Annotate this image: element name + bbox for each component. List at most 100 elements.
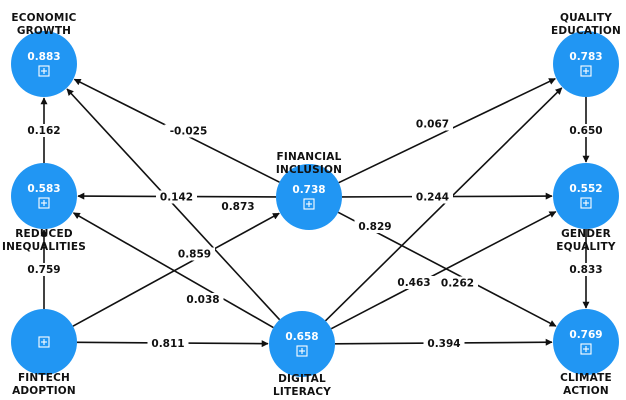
edge-digital-literacy-to-gender-equality <box>330 210 557 330</box>
edge-label-background <box>174 247 215 261</box>
edge-label-background <box>156 190 197 204</box>
node-r-squared-value: 0.738 <box>292 184 325 196</box>
plus-box-icon[interactable] <box>580 65 592 77</box>
edge-label-background <box>217 200 259 213</box>
node-label: LITERACY <box>273 386 331 398</box>
edge-weight-label: 0.394 <box>423 337 465 350</box>
edge-label-background <box>565 263 607 276</box>
edge-weight-label: 0.811 <box>147 337 189 350</box>
edge-labels-layer: 0.162 0.759 0.859 0.811 -0.025 0.142 0.067 0.24… <box>23 117 607 350</box>
edge-weight-text: 0.759 <box>27 264 60 276</box>
node-label: ECONOMIC <box>11 12 76 24</box>
edge-label-background <box>412 117 453 131</box>
node-circle[interactable] <box>553 31 619 97</box>
node-label: CLIMATE <box>560 372 612 384</box>
node-label: INCLUSION <box>276 164 342 176</box>
node-label: ADOPTION <box>12 385 76 397</box>
plus-box-icon[interactable] <box>580 197 592 209</box>
edge-weight-text: 0.650 <box>569 125 602 137</box>
node-label: GENDER <box>561 228 611 240</box>
edge-weight-text: 0.829 <box>358 221 391 233</box>
edge-label-background <box>182 293 224 306</box>
edge-weight-text: 0.142 <box>160 192 193 204</box>
edge-weight-label: 0.244 <box>412 190 453 204</box>
edge-weight-label: 0.262 <box>437 276 478 290</box>
edge-label-background <box>565 124 607 137</box>
edge-label-background <box>23 263 65 276</box>
edge-label-background <box>354 220 396 233</box>
plus-box-icon[interactable] <box>580 343 592 355</box>
node-label: FINTECH <box>18 372 70 384</box>
node-circle[interactable] <box>553 309 619 375</box>
edge-weight-label: 0.833 <box>565 263 607 276</box>
node-r-squared-value: 0.783 <box>569 51 602 63</box>
edge-weight-label: 0.859 <box>174 247 215 261</box>
edge-weight-label: 0.463 <box>393 276 435 289</box>
edge-fintech-adoption-to-financial-inclusion <box>72 212 280 327</box>
edge-weight-text: 0.262 <box>441 278 474 290</box>
edge-weight-text: 0.067 <box>416 119 449 131</box>
edge-weight-label: 0.038 <box>182 293 224 306</box>
node-r-squared-value: 0.658 <box>285 331 318 343</box>
edge-weight-text: 0.162 <box>27 125 60 137</box>
node-label: DIGITAL <box>278 373 326 385</box>
plus-box-icon[interactable] <box>38 336 50 348</box>
node-r-squared-value: 0.552 <box>569 183 602 195</box>
node-label: REDUCED <box>15 228 73 240</box>
edge-digital-literacy-to-quality-education <box>324 87 563 322</box>
node-label: EDUCATION <box>551 25 621 37</box>
plus-box-icon[interactable] <box>38 65 50 77</box>
edge-label-background <box>412 190 453 204</box>
edge-weight-text: -0.025 <box>170 126 208 138</box>
edge-label-background <box>437 276 478 290</box>
edge-weight-label: -0.025 <box>164 124 213 138</box>
edge-financial-inclusion-to-quality-education <box>338 77 556 184</box>
node-r-squared-value: 0.883 <box>27 51 60 63</box>
node-label: FINANCIAL <box>276 151 341 163</box>
node-r-squared-value: 0.769 <box>569 329 602 341</box>
edge-weight-label: 0.829 <box>354 220 396 233</box>
edge-weight-label: 0.067 <box>412 117 453 131</box>
plus-box-icon[interactable] <box>303 198 315 210</box>
node-circle[interactable] <box>11 163 77 229</box>
node-r-squared-value: 0.583 <box>27 183 60 195</box>
edge-label-background <box>423 337 465 350</box>
edge-weight-text: 0.038 <box>186 294 219 306</box>
edge-weight-label: 0.142 <box>156 190 197 204</box>
edge-weight-label: 0.162 <box>23 124 65 137</box>
node-circle[interactable] <box>276 164 342 230</box>
edge-weight-text: 0.463 <box>397 277 430 289</box>
edge-weight-text: 0.394 <box>427 338 460 350</box>
edge-weight-label: 0.650 <box>565 124 607 137</box>
edge-label-background <box>393 276 435 289</box>
edge-digital-literacy-to-reduced-inequalities <box>72 212 274 329</box>
edge-weight-text: 0.859 <box>178 249 211 261</box>
edge-label-background <box>147 337 189 350</box>
edge-label-background <box>164 124 213 138</box>
node-label: EQUALITY <box>556 241 616 253</box>
node-label: INEQUALITIES <box>2 241 86 253</box>
node-circle[interactable] <box>11 31 77 97</box>
plus-box-icon[interactable] <box>38 197 50 209</box>
node-circle[interactable] <box>553 163 619 229</box>
node-circle[interactable] <box>269 311 335 377</box>
edge-digital-literacy-to-economic-growth <box>66 88 281 321</box>
node-label: GROWTH <box>17 25 71 37</box>
edge-weight-text: 0.833 <box>569 264 602 276</box>
edge-label-background <box>23 124 65 137</box>
edge-weight-text: 0.873 <box>221 201 254 213</box>
plus-box-icon[interactable] <box>296 345 308 357</box>
edge-weight-text: 0.811 <box>151 338 184 350</box>
edge-weight-label: 0.873 <box>217 200 259 213</box>
node-label: QUALITY <box>560 12 612 24</box>
